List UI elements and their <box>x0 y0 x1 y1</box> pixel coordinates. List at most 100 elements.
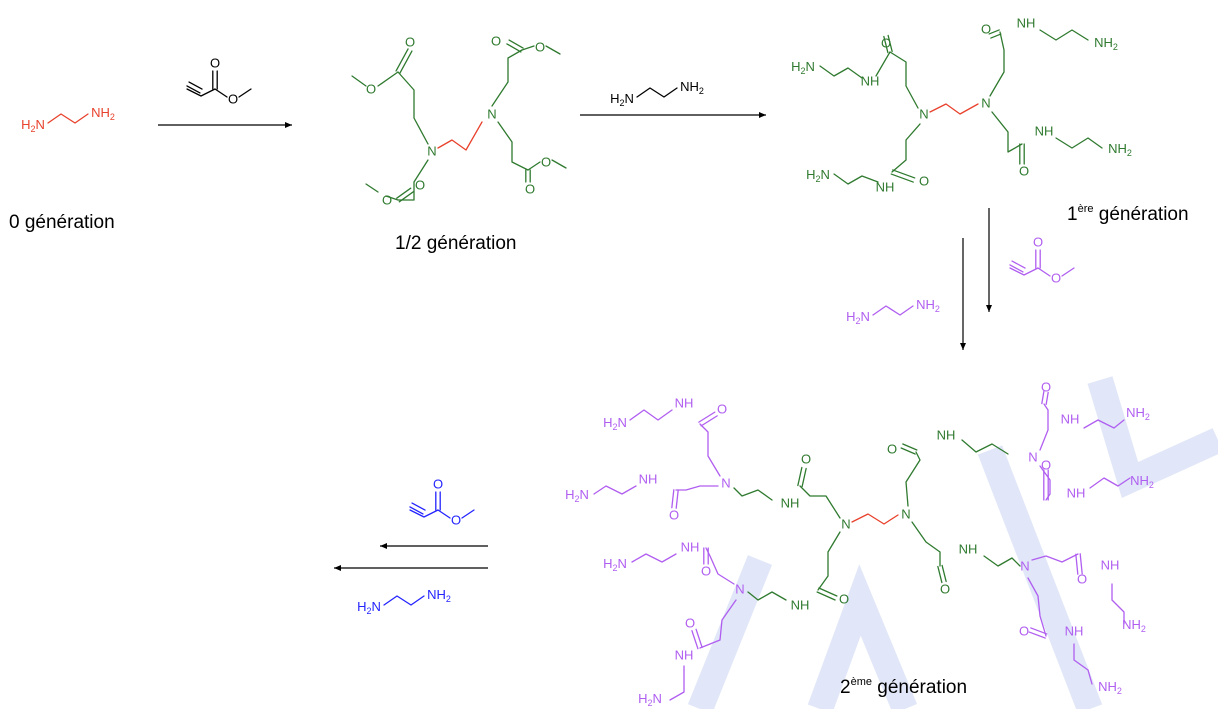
g1-ll-h2n: H2N <box>806 167 830 184</box>
half-arm-ur <box>491 49 523 107</box>
reagent4-eda-h2n: H2N <box>846 309 870 326</box>
atom-nh: NH <box>916 297 935 312</box>
half-n-right: N <box>487 106 496 121</box>
g2-out-ur1-o: O <box>1041 379 1051 394</box>
atom-n: N <box>372 599 381 614</box>
reagent3-acrylate-chain <box>1009 267 1039 276</box>
g1-ur-o: O <box>981 21 991 36</box>
g1-ll-o: O <box>919 173 929 188</box>
half-ll-oe: O <box>382 192 392 207</box>
half-ul-oe: O <box>366 81 376 96</box>
reagent3-acrylate-vinyl <box>1009 264 1024 273</box>
atom-sub: 2 <box>1145 412 1150 422</box>
g1-n-right: N <box>981 95 990 110</box>
reagent5-acrylate-methyl <box>461 509 475 519</box>
g2-out-ul2-nh: NH <box>639 471 658 486</box>
atom-sub: 2 <box>1141 624 1146 634</box>
g1-ul-chain <box>889 51 919 109</box>
g1-ll-nh: NH <box>876 179 895 194</box>
gen1-superscript: ère <box>1077 203 1094 215</box>
reagent5-acrylate-ester <box>437 509 451 519</box>
atom-h: H <box>806 167 815 182</box>
g2-core <box>851 513 899 525</box>
atom-h: H <box>565 487 574 502</box>
g2-out-ul1-co <box>698 411 716 423</box>
g2-in-ul <box>799 485 841 519</box>
reagent3-acrylate-methyl <box>1061 267 1075 277</box>
g2-out-ll2-co <box>695 628 703 648</box>
g2-out-lr2-amine: NH2 <box>1098 679 1122 696</box>
gen2-text: génération <box>871 677 968 698</box>
reagent2-eda-bonds <box>636 87 678 98</box>
g1-lr-eda <box>1055 137 1103 149</box>
reagent2-eda-h2n: H2N <box>610 91 634 108</box>
atom-sub: 2 <box>110 112 115 122</box>
watermark-stroke <box>687 376 1218 709</box>
g1-ul-h2n: H2N <box>791 59 815 76</box>
half-n-left: N <box>427 143 436 158</box>
gen0-eda-nh2: NH2 <box>91 105 115 122</box>
reagent6-eda-nh2: NH2 <box>427 587 451 604</box>
reagent4-eda-bonds <box>872 305 914 316</box>
half-ll-co <box>398 191 414 203</box>
reagent1-acrylate-o-top: O <box>210 55 220 70</box>
g2-out-lr2-nh: NH <box>1065 623 1084 638</box>
half-ul-o: O <box>405 34 415 49</box>
g2-in-ll-o: O <box>839 591 849 606</box>
label-generation-2: 2ème génération <box>840 676 967 699</box>
g2-out-ur1-chain <box>1039 403 1049 451</box>
atom-sub: 2 <box>855 316 860 326</box>
reagent3-acrylate-o-top: O <box>1033 234 1043 249</box>
half-lr-o: O <box>525 181 535 196</box>
atom-sub: 2 <box>1149 480 1154 490</box>
atom-sub: 2 <box>815 174 820 184</box>
atom-sub: 2 <box>366 606 371 616</box>
g2-out-ll1-nh: NH <box>681 539 700 554</box>
reagent3-acrylate-ester <box>1037 267 1051 277</box>
g2-in-lr-co <box>937 565 943 584</box>
atom-n: N <box>806 59 815 74</box>
half-ul-co <box>399 50 413 74</box>
g2-in-ul-co <box>801 467 807 488</box>
atom-sub: 2 <box>612 563 617 573</box>
gen0-eda-h2n: H2N <box>21 117 45 134</box>
atom-n: N <box>580 487 589 502</box>
g2-out-ll2-co <box>691 630 699 650</box>
half-ur-e <box>521 45 535 51</box>
g2-out-ll2-amine: H2N <box>638 691 662 708</box>
g2-in-ll-eda <box>747 591 787 601</box>
half-arm-lr <box>497 121 529 171</box>
half-lr-me <box>551 159 567 169</box>
g2-out-lr1-o: O <box>1077 571 1087 586</box>
reagent3-acrylate-vinyl <box>1011 260 1026 269</box>
reagent5-acrylate-o-top: O <box>433 476 443 491</box>
g2-out-ul1-chain <box>699 423 721 477</box>
g2-out-ul2-co <box>675 489 679 509</box>
g2-out-ul2-o: O <box>669 507 679 522</box>
atom-n: N <box>653 691 662 706</box>
half-ul-me <box>351 75 367 87</box>
watermark <box>687 376 1218 709</box>
reagent5-acrylate-chain <box>409 509 439 518</box>
g2-in-ul-eda <box>733 487 773 501</box>
g2-out-lr1-amine: NH2 <box>1122 617 1146 634</box>
g2-out-ur1-eda <box>1083 419 1125 429</box>
g2-in-lr-eda <box>983 555 1021 567</box>
g1-ul-nh: NH <box>861 73 880 88</box>
g2-out-lr2-eda <box>1073 643 1093 685</box>
atom-sub: 2 <box>699 86 704 96</box>
g2-out-ur1-nh: NH <box>1061 411 1080 426</box>
g2-n-core-right: N <box>901 506 910 521</box>
g1-ul-co <box>883 35 889 54</box>
reagent4-eda-nh2: NH2 <box>916 297 940 314</box>
g1-core <box>929 103 979 115</box>
g2-n-lr: N <box>1020 558 1029 573</box>
g2-out-lr2-o: O <box>1019 623 1029 638</box>
atom-n: N <box>861 309 870 324</box>
reagent5-acrylate-vinyl <box>409 506 424 515</box>
atom-h: H <box>357 599 366 614</box>
g2-in-ul-co <box>797 466 803 487</box>
g1-ll-eda <box>833 173 879 185</box>
atom-h: H <box>21 117 30 132</box>
g2-in-ur <box>905 451 921 507</box>
